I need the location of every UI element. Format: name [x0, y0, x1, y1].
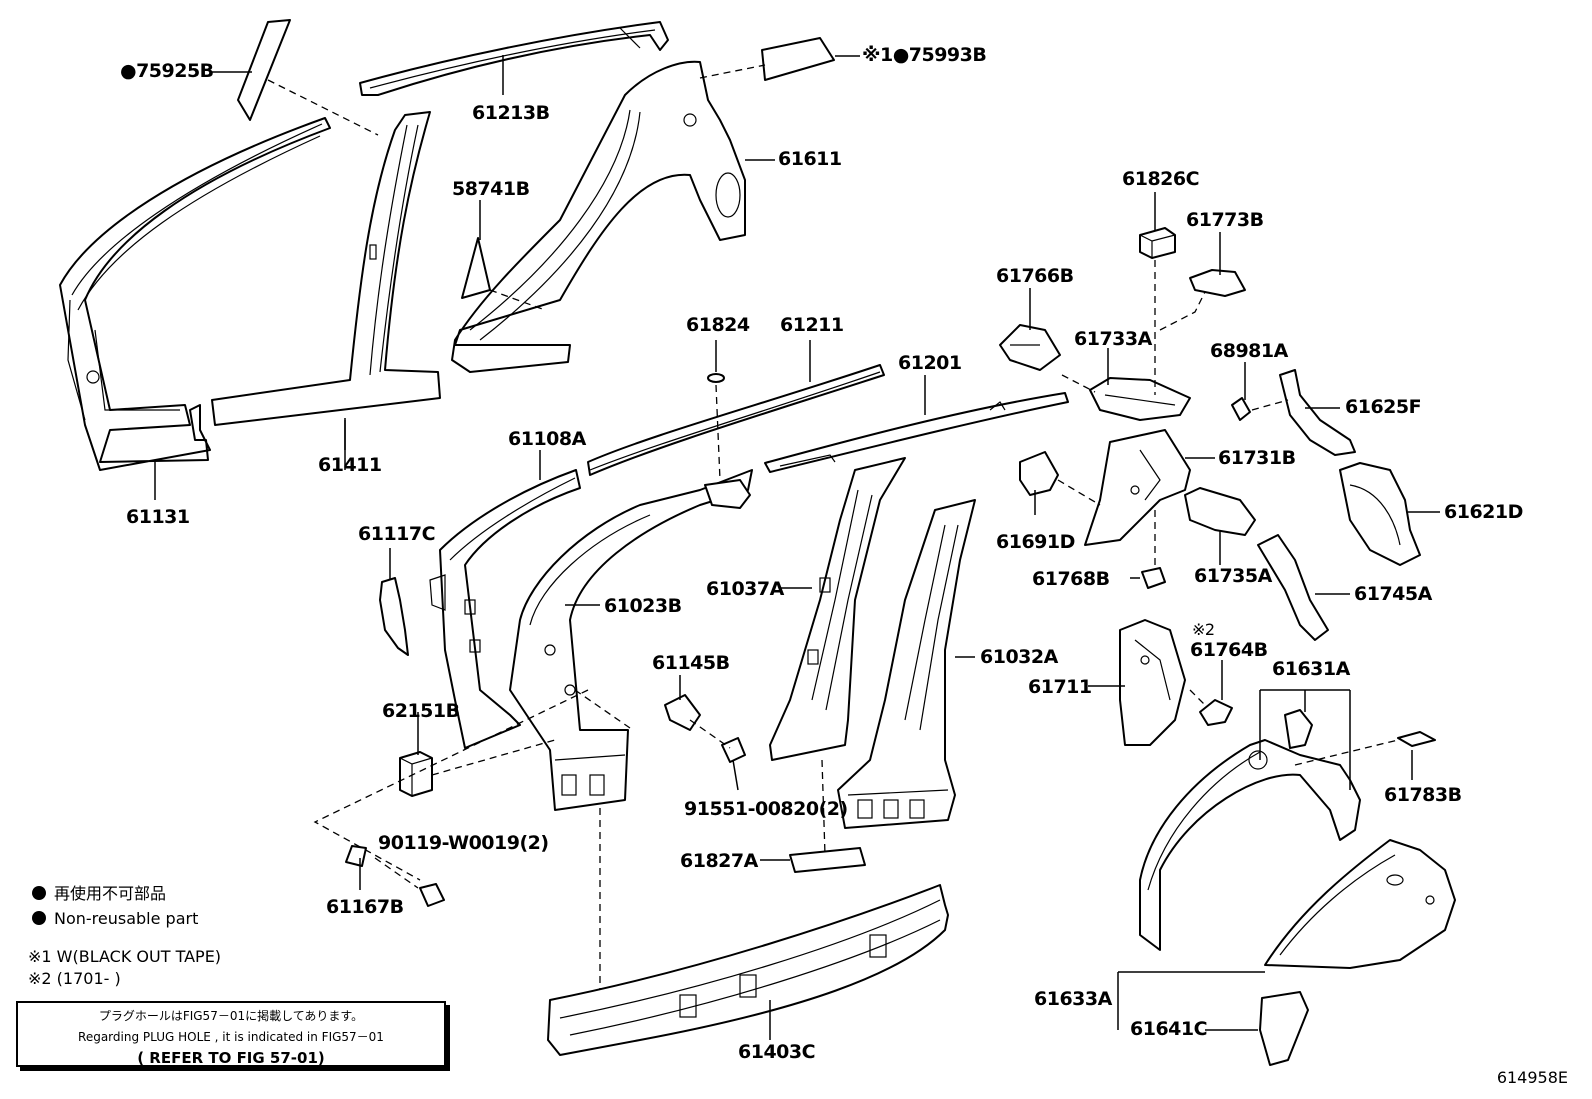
bracket-61691D [1019, 451, 1059, 496]
center-pillar-reinforcement [837, 499, 976, 829]
label-62151B: 62151B [382, 700, 460, 722]
label-61167B: 61167B [326, 896, 404, 918]
clip-68981A [1231, 397, 1251, 421]
panel-61621D [1339, 462, 1421, 566]
center-pillar-outer [211, 111, 441, 426]
bracket-61167B [345, 845, 367, 867]
label-61621D: 61621D [1444, 501, 1523, 523]
label-61641C: 61641C [1130, 1018, 1208, 1040]
label-61201: 61201 [898, 352, 962, 374]
front-pillar-garnish [237, 19, 291, 121]
label-61037A: 61037A [706, 578, 784, 600]
block-61826C [1139, 227, 1176, 259]
notice-en: Regarding PLUG HOLE , it is indicated in… [78, 1030, 384, 1044]
label-61211: 61211 [780, 314, 844, 336]
bracket-61766B [999, 324, 1061, 371]
label-61773B: 61773B [1186, 209, 1264, 231]
label-61783B: 61783B [1384, 784, 1462, 806]
front-pillar-lower-inner [509, 469, 753, 811]
roof-side-bracket [704, 479, 751, 509]
retainer-61824 [707, 373, 725, 383]
roof-side-inner-front [587, 364, 885, 476]
label-61826C: 61826C [1122, 168, 1200, 190]
label-68981A: 68981A [1210, 340, 1288, 362]
label-61768B: 61768B [1032, 568, 1110, 590]
center-pillar-bracket [664, 694, 701, 731]
label-61631A: 61631A [1272, 658, 1350, 680]
label-61213B: 61213B [472, 102, 550, 124]
bracket-61773B [1189, 269, 1246, 297]
legend-note-1: ※1 W(BLACK OUT TAPE) [28, 947, 222, 966]
legend-non-reusable-en: Non-reusable part [32, 911, 198, 927]
label-61611: 61611 [778, 148, 842, 170]
label-61145B: 61145B [652, 652, 730, 674]
bullet-icon [32, 886, 46, 900]
clip-61768B [1141, 567, 1166, 589]
label-75993B: ※1●75993B [862, 44, 987, 66]
bolt-91551 [721, 737, 746, 791]
label-58741B: 58741B [452, 178, 530, 200]
label-75925B: ●75925B [120, 60, 214, 82]
bullet-icon [32, 911, 46, 925]
panel-61731B [1084, 429, 1191, 546]
label-61625F: 61625F [1345, 396, 1422, 418]
label-61131: 61131 [126, 506, 190, 528]
extension-61641C [1259, 991, 1309, 1066]
label-61764B-note: ※2 [1192, 620, 1215, 639]
bracket-61764B [1199, 699, 1233, 726]
wheelhouse-outer-61631A [1139, 709, 1361, 951]
label-61764B: 61764B [1190, 639, 1268, 661]
label-61403C: 61403C [738, 1041, 816, 1063]
label-90119-W0019: 90119-W0019(2) [378, 832, 549, 854]
notice-jp: プラグホールはFIG57－01に掲載してあります。 [98, 1009, 364, 1023]
gusset-61625F [1279, 369, 1356, 456]
label-61735A: 61735A [1194, 565, 1272, 587]
label-61711: 61711 [1028, 676, 1092, 698]
label-61691D: 61691D [996, 531, 1075, 553]
rear-quarter-panel [451, 60, 746, 373]
label-61117C: 61117C [358, 523, 436, 545]
label-61023B: 61023B [604, 595, 682, 617]
figure-id: 614958E [1496, 1068, 1568, 1087]
panel-61711 [1119, 619, 1186, 746]
bracket-61117C [379, 577, 409, 656]
body-side-outer-front [59, 117, 331, 471]
label-61108A: 61108A [508, 428, 586, 450]
quarter-trim-triangle [461, 237, 491, 299]
label-61745A: 61745A [1354, 583, 1432, 605]
bracket-61733A [1089, 377, 1191, 421]
bracket-61735A [1184, 487, 1256, 536]
center-pillar-inner [769, 457, 906, 761]
pad-61827A [789, 847, 866, 873]
legend-note-2: ※2 (1701- ) [28, 969, 121, 988]
label-61633A: 61633A [1034, 988, 1112, 1010]
label-61824: 61824 [686, 314, 750, 336]
label-61032A: 61032A [980, 646, 1058, 668]
roof-side-inner-rear [764, 392, 1069, 473]
label-61411: 61411 [318, 454, 382, 476]
plug-hole-notice: プラグホールはFIG57－01に掲載してあります。 Regarding PLUG… [16, 1001, 446, 1067]
label-61733A: 61733A [1074, 328, 1152, 350]
rocker-inner-61403C [547, 884, 949, 1056]
wheelhouse-inner-61633A [1264, 839, 1456, 969]
pad-61783B [1397, 731, 1436, 747]
label-61766B: 61766B [996, 265, 1074, 287]
roof-side-rail-outer [359, 21, 669, 96]
quarter-window-garnish [761, 37, 835, 81]
label-61731B: 61731B [1218, 447, 1296, 469]
legend-non-reusable-jp: 再使用不可部品 [32, 886, 166, 902]
notice-ref: ( REFER TO FIG 57-01) [137, 1049, 325, 1067]
label-61827A: 61827A [680, 850, 758, 872]
bolt-90119 [419, 883, 445, 907]
block-62151B [399, 751, 433, 797]
label-91551-00820: 91551-00820(2) [684, 798, 848, 820]
front-pillar-upper-inner [429, 469, 581, 749]
panel-61745A [1257, 534, 1329, 641]
